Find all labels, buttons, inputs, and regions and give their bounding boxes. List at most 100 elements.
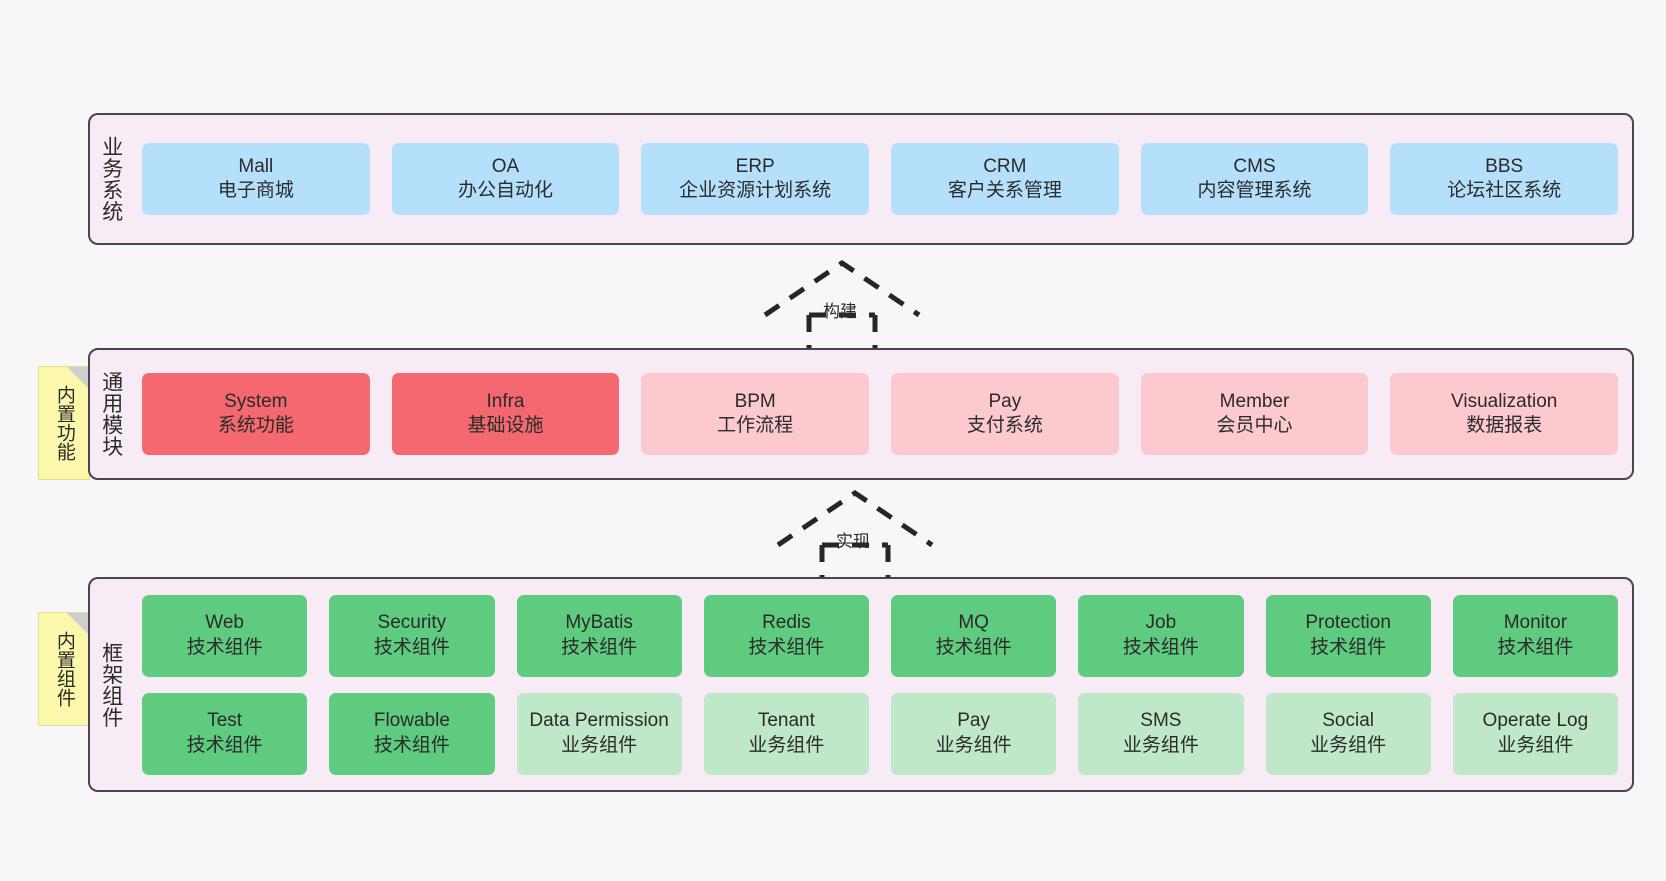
node-subtitle: 技术组件 xyxy=(1310,636,1387,658)
node-subtitle: 技术组件 xyxy=(561,636,638,658)
layer-framework-components: 框架组件 Web 技术组件 Security 技术组件 MyBatis 技术组件… xyxy=(88,577,1634,792)
node-flowable[interactable]: Flowable 技术组件 xyxy=(329,692,495,775)
node-subtitle: 客户关系管理 xyxy=(947,180,1062,201)
node-protection[interactable]: Protection 技术组件 xyxy=(1265,594,1431,677)
node-title: Operate Log xyxy=(1482,710,1589,732)
node-subtitle: 技术组件 xyxy=(373,734,450,756)
node-bbs[interactable]: BBS 论坛社区系统 xyxy=(1390,143,1619,215)
node-title: MyBatis xyxy=(565,612,633,634)
note-builtin-functions: 内置功能 xyxy=(38,366,90,480)
node-web[interactable]: Web 技术组件 xyxy=(142,594,308,677)
node-title: Test xyxy=(207,710,243,732)
connector-realize-arrow: 实现 xyxy=(770,489,940,581)
node-subtitle: 业务组件 xyxy=(561,734,638,756)
node-pay[interactable]: Pay 支付系统 xyxy=(891,373,1119,455)
node-monitor[interactable]: Monitor 技术组件 xyxy=(1452,594,1618,677)
node-title: Pay xyxy=(957,710,990,732)
node-subtitle: 业务组件 xyxy=(1310,734,1387,756)
note-label: 内置组件 xyxy=(53,631,75,707)
node-subtitle: 会员中心 xyxy=(1216,415,1293,436)
node-subtitle: 技术组件 xyxy=(1497,636,1574,658)
layer-row: Mall 电子商城 OA 办公自动化 ERP 企业资源计划系统 CRM 客户关系… xyxy=(142,143,1619,215)
node-mybatis[interactable]: MyBatis 技术组件 xyxy=(516,594,682,677)
layer-row: System 系统功能 Infra 基础设施 BPM 工作流程 Pay 支付系统… xyxy=(142,373,1619,455)
node-redis[interactable]: Redis 技术组件 xyxy=(703,594,869,677)
node-system[interactable]: System 系统功能 xyxy=(142,373,370,455)
node-title: CRM xyxy=(983,155,1027,177)
node-title: BPM xyxy=(734,390,776,412)
node-operate-log[interactable]: Operate Log 业务组件 xyxy=(1452,692,1618,775)
node-title: Infra xyxy=(486,390,525,412)
node-cms[interactable]: CMS 内容管理系统 xyxy=(1140,143,1369,215)
node-mall[interactable]: Mall 电子商城 xyxy=(142,143,370,215)
node-subtitle: 业务组件 xyxy=(1122,734,1199,756)
node-member[interactable]: Member 会员中心 xyxy=(1140,373,1369,455)
node-title: Visualization xyxy=(1451,390,1558,412)
node-subtitle: 内容管理系统 xyxy=(1197,180,1312,201)
node-security[interactable]: Security 技术组件 xyxy=(329,594,495,677)
node-title: Security xyxy=(377,612,447,634)
connector-realize-label: 实现 xyxy=(836,532,870,551)
node-title: ERP xyxy=(735,155,775,177)
node-title: MQ xyxy=(958,612,989,634)
node-erp[interactable]: ERP 企业资源计划系统 xyxy=(641,143,870,215)
layer-business-systems: 业务系统 Mall 电子商城 OA 办公自动化 ERP 企业资源计划系统 CRM… xyxy=(88,113,1634,245)
note-fold-corner-icon xyxy=(67,367,89,389)
note-builtin-components: 内置组件 xyxy=(38,612,90,726)
node-title: Flowable xyxy=(373,710,450,732)
node-sms[interactable]: SMS 业务组件 xyxy=(1078,692,1244,775)
node-title: Data Permission xyxy=(529,710,669,732)
connector-build-label: 构建 xyxy=(823,302,857,321)
node-job[interactable]: Job 技术组件 xyxy=(1078,594,1244,677)
node-crm[interactable]: CRM 客户关系管理 xyxy=(891,143,1119,215)
node-subtitle: 数据报表 xyxy=(1466,415,1543,436)
node-subtitle: 技术组件 xyxy=(748,636,825,658)
layer-body-common: System 系统功能 Infra 基础设施 BPM 工作流程 Pay 支付系统… xyxy=(132,350,1632,478)
node-bpm[interactable]: BPM 工作流程 xyxy=(641,373,870,455)
layer-common-modules: 通用模块 System 系统功能 Infra 基础设施 BPM 工作流程 Pay… xyxy=(88,348,1634,480)
layer-body-business: Mall 电子商城 OA 办公自动化 ERP 企业资源计划系统 CRM 客户关系… xyxy=(132,115,1632,243)
node-title: OA xyxy=(491,155,520,177)
node-social[interactable]: Social 业务组件 xyxy=(1265,692,1431,775)
node-subtitle: 技术组件 xyxy=(1122,636,1199,658)
node-pay-business[interactable]: Pay 业务组件 xyxy=(891,692,1057,775)
node-title: Protection xyxy=(1305,612,1391,634)
layer-body-framework: Web 技术组件 Security 技术组件 MyBatis 技术组件 Redi… xyxy=(132,579,1632,790)
node-subtitle: 业务组件 xyxy=(748,734,825,756)
node-subtitle: 系统功能 xyxy=(217,415,294,436)
node-subtitle: 业务组件 xyxy=(1497,734,1574,756)
layer-row: Web 技术组件 Security 技术组件 MyBatis 技术组件 Redi… xyxy=(142,594,1618,677)
node-test[interactable]: Test 技术组件 xyxy=(142,692,308,775)
node-tenant[interactable]: Tenant 业务组件 xyxy=(703,692,869,775)
node-title: Mall xyxy=(238,155,274,177)
layer-row: Test 技术组件 Flowable 技术组件 Data Permission … xyxy=(142,692,1618,775)
node-data-permission[interactable]: Data Permission 业务组件 xyxy=(516,692,682,775)
connector-build-arrow: 构建 xyxy=(757,259,927,351)
node-title: Tenant xyxy=(757,710,815,732)
layer-title-business: 业务系统 xyxy=(99,136,123,222)
node-mq[interactable]: MQ 技术组件 xyxy=(891,594,1057,677)
node-subtitle: 电子商城 xyxy=(217,180,294,201)
node-subtitle: 技术组件 xyxy=(373,636,450,658)
node-title: Monitor xyxy=(1503,612,1568,634)
node-subtitle: 企业资源计划系统 xyxy=(679,180,832,201)
node-infra[interactable]: Infra 基础设施 xyxy=(391,373,620,455)
node-visualization[interactable]: Visualization 数据报表 xyxy=(1390,373,1619,455)
layer-title-framework: 框架组件 xyxy=(99,641,123,728)
node-subtitle: 工作流程 xyxy=(717,415,794,436)
node-title: Social xyxy=(1322,710,1374,732)
node-title: SMS xyxy=(1140,710,1182,732)
node-title: Job xyxy=(1145,612,1177,634)
node-title: Web xyxy=(205,612,244,634)
note-fold-corner-icon xyxy=(67,613,89,635)
node-title: Pay xyxy=(988,390,1022,412)
node-subtitle: 支付系统 xyxy=(966,415,1043,436)
node-subtitle: 业务组件 xyxy=(935,734,1012,756)
node-subtitle: 办公自动化 xyxy=(458,180,554,201)
node-oa[interactable]: OA 办公自动化 xyxy=(391,143,620,215)
node-subtitle: 技术组件 xyxy=(186,636,263,658)
layer-title-common: 通用模块 xyxy=(99,371,123,457)
node-subtitle: 基础设施 xyxy=(467,415,544,436)
node-title: System xyxy=(224,390,288,412)
